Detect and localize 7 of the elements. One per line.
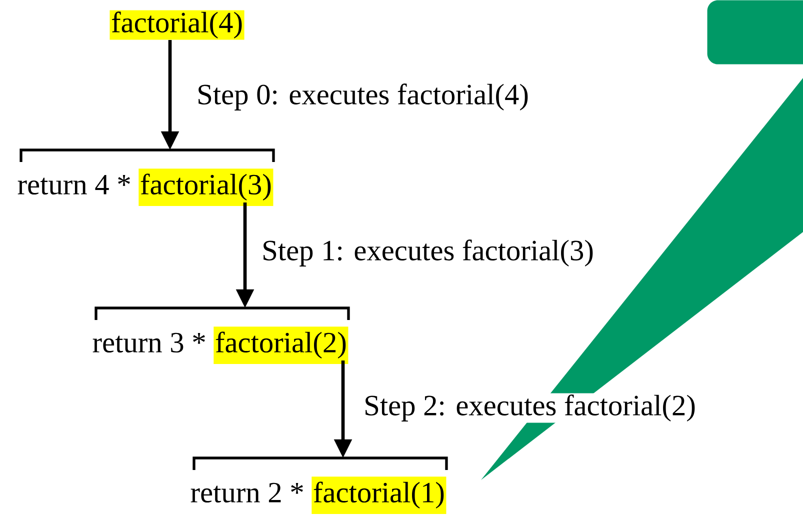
edge-label: Step 0: executes factorial(4) (198, 84, 528, 110)
return-statement: return 4 * factorial(3) (18, 168, 274, 206)
function-call: factorial(4) (110, 10, 244, 40)
edge-label: Step 2: executes factorial(2) (366, 394, 695, 422)
return-statement: return 2 * factorial(1) (190, 476, 446, 514)
edge-label: Step 1: executes factorial(3) (264, 240, 593, 266)
return-statement: return 3 * factorial(2) (92, 326, 348, 364)
